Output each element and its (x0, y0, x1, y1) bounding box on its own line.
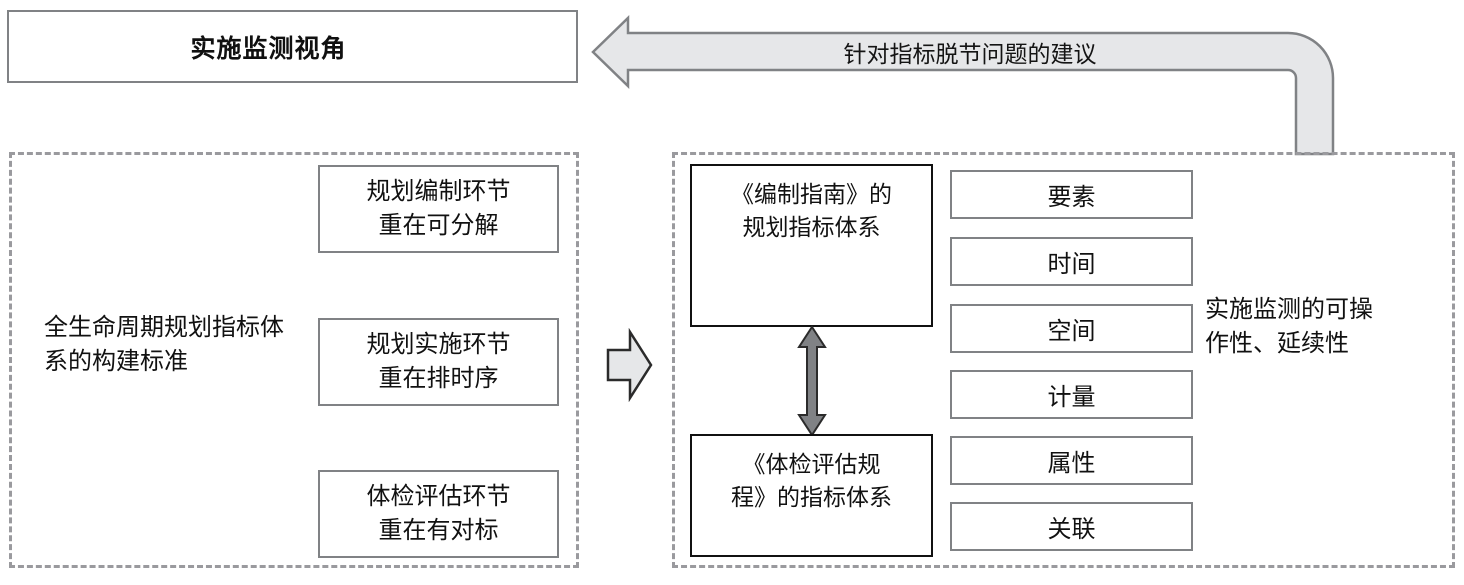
stage-box-line1: 规划实施环节 (366, 331, 511, 358)
feedback-arrow-icon (591, 15, 1335, 156)
attribute-box-label: 属性 (1047, 450, 1096, 477)
doc-box-line1: 《编制指南》的 (731, 181, 892, 207)
stage-box-line1: 体检评估环节 (366, 483, 511, 510)
attribute-box-element: 要素 (950, 170, 1193, 219)
double-headed-vertical-arrow-icon (797, 325, 827, 437)
stage-box-line1: 规划编制环节 (366, 178, 511, 205)
monitoring-operability-note: 实施监测的可操 作性、延续性 (1205, 293, 1435, 361)
indicator-system-panel (672, 152, 1455, 568)
attribute-box-time: 时间 (950, 237, 1193, 286)
doc-box-line2: 程》的指标体系 (731, 484, 892, 510)
note-line1: 实施监测的可操 (1205, 296, 1373, 323)
attribute-box-property: 属性 (950, 436, 1193, 485)
lifecycle-criteria-label: 全生命周期规划指标体系的构建标准 (44, 314, 284, 375)
doc-box-line2: 规划指标体系 (742, 214, 881, 240)
right-chevron-arrow-icon (606, 328, 653, 402)
attribute-box-space: 空间 (950, 304, 1193, 353)
note-line2: 作性、延续性 (1205, 330, 1349, 357)
perspective-title-box: 实施监测视角 (7, 10, 578, 83)
doc-box-evaluation-regulation: 《体检评估规 程》的指标体系 (690, 434, 933, 557)
perspective-title-text: 实施监测视角 (190, 34, 347, 63)
attribute-box-label: 计量 (1047, 384, 1096, 411)
attribute-box-label: 空间 (1047, 318, 1096, 345)
attribute-box-measurement: 计量 (950, 370, 1193, 419)
lifecycle-criteria-panel (9, 152, 579, 568)
attribute-box-label: 时间 (1047, 251, 1096, 278)
stage-box-line2: 重在有对标 (378, 517, 499, 544)
attribute-box-label: 关联 (1047, 516, 1096, 543)
stage-box-line2: 重在可分解 (378, 212, 499, 239)
doc-box-line1: 《体检评估规 (742, 451, 881, 477)
attribute-box-label: 要素 (1047, 184, 1096, 211)
attribute-box-association: 关联 (950, 502, 1193, 551)
stage-box-planning-implementation: 规划实施环节 重在排时序 (318, 318, 559, 406)
stage-box-line2: 重在排时序 (378, 365, 499, 392)
doc-box-compilation-guide: 《编制指南》的 规划指标体系 (690, 164, 933, 327)
stage-box-planning-formulation: 规划编制环节 重在可分解 (318, 165, 559, 253)
feedback-arrow-label: 针对指标脱节问题的建议 (843, 41, 1097, 67)
stage-box-physical-examination: 体检评估环节 重在有对标 (318, 470, 559, 558)
